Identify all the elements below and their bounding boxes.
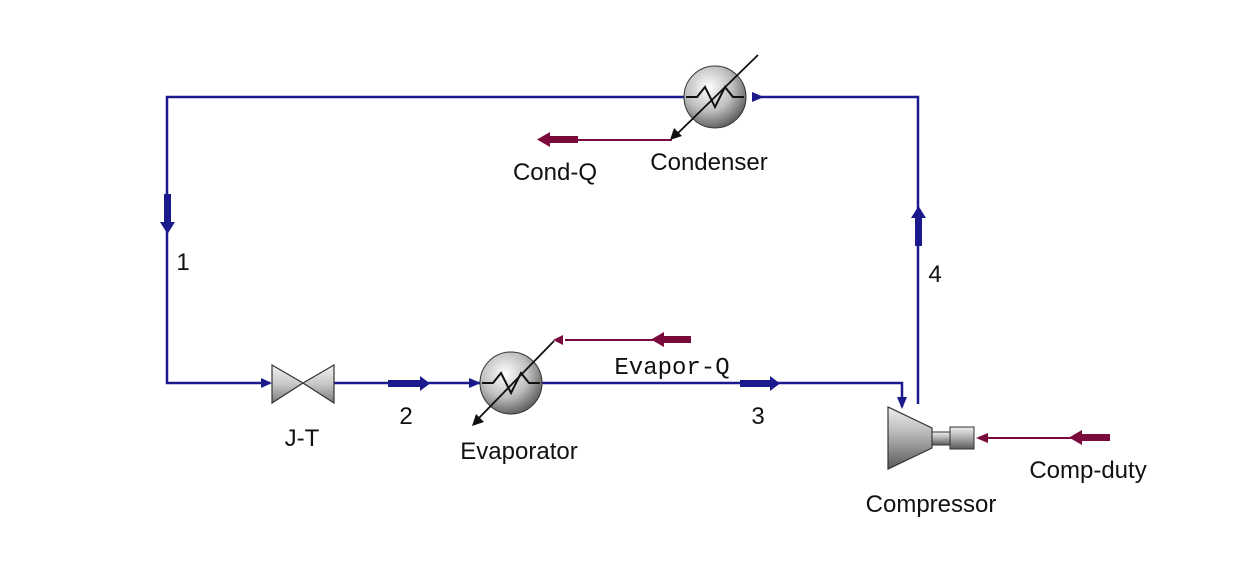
condenser-inlet-arrow-icon (752, 92, 764, 102)
evaporator-label[interactable]: Evaporator (460, 438, 577, 465)
stream-1-line[interactable] (165, 95, 685, 385)
evaporator-block[interactable] (472, 340, 555, 426)
cond-q-arrow-icon (537, 132, 578, 147)
compressor-shaft (931, 431, 951, 446)
evaporator-zigzag (482, 371, 540, 396)
condenser-utility-line (675, 54, 759, 136)
comp-duty-inlet-arrow-icon (976, 433, 988, 443)
stream-3-label[interactable]: 3 (751, 403, 764, 430)
evapor-q-label[interactable]: Evapor-Q (614, 355, 729, 382)
stream-3-arrow-icon (740, 376, 780, 391)
evapor-q-arrow-icon (651, 332, 691, 347)
jt-valve-block[interactable] (271, 363, 335, 405)
stream-1-label[interactable]: 1 (176, 249, 189, 276)
comp-duty-arrow-icon (1069, 430, 1110, 445)
compressor-block[interactable] (887, 406, 975, 470)
heat-stream-lines (560, 139, 1108, 439)
condenser-label[interactable]: Condenser (650, 149, 767, 176)
condenser-zigzag (686, 85, 744, 110)
valve-inlet-arrow-icon (261, 378, 272, 388)
evaporator-utility-arrow-icon (472, 414, 484, 426)
stream-2-arrow-icon (388, 376, 430, 391)
condenser-block[interactable] (670, 54, 759, 140)
stream-2-label[interactable]: 2 (399, 403, 412, 430)
labels: Condenser Cond-Q 1 4 Evapor-Q 2 3 J-T Ev… (176, 149, 1146, 518)
cond-q-inlet-arrow-icon (553, 335, 563, 345)
jt-valve-label[interactable]: J-T (285, 425, 320, 452)
compressor-inlet-arrow-icon (897, 397, 907, 409)
compressor-label[interactable]: Compressor (866, 491, 997, 518)
heat-exchanger-icon (479, 351, 543, 415)
material-stream-lines (165, 95, 920, 407)
comp-duty-label[interactable]: Comp-duty (1029, 457, 1146, 484)
cond-q-label[interactable]: Cond-Q (513, 159, 597, 186)
inlet-arrowheads (261, 92, 907, 409)
stream-4-line[interactable] (752, 95, 920, 404)
stream-4-arrow-icon (911, 206, 926, 246)
valve-icon (271, 363, 305, 405)
heat-stream-markers (537, 132, 1110, 445)
stream-4-label[interactable]: 4 (928, 261, 941, 288)
stream-3-line[interactable] (542, 381, 904, 407)
evaporator-utility-line (477, 340, 555, 420)
compressor-motor (949, 426, 975, 450)
stream-1-arrow-icon (160, 194, 175, 234)
condenser-utility-arrow-icon (670, 128, 682, 140)
valve-icon-right (301, 363, 335, 405)
compressor-icon (887, 406, 933, 470)
stream-direction-markers (160, 194, 926, 391)
evaporator-inlet-arrow-icon (469, 378, 481, 388)
